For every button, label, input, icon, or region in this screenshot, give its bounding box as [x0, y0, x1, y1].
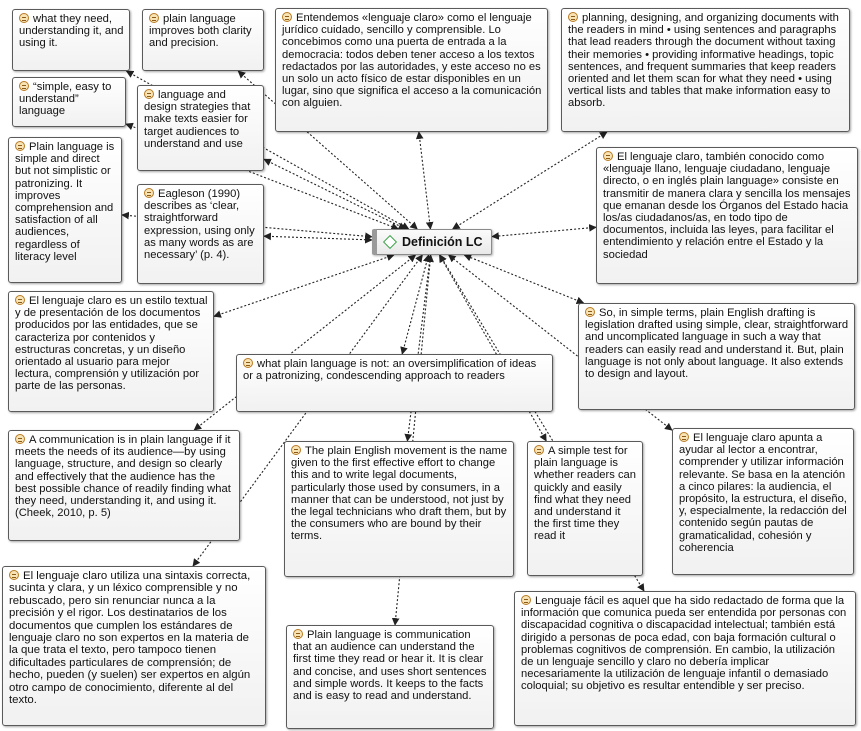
quote-node[interactable]: A simple test for plain language is whet… [527, 441, 643, 576]
quotation-icon [15, 434, 25, 444]
quote-node[interactable]: what plain language is not: an oversimpl… [236, 354, 553, 412]
quotation-icon [144, 89, 154, 99]
quote-text: El lenguaje claro es un estilo textual y… [15, 295, 208, 393]
quotation-icon [19, 13, 29, 23]
link-line [438, 254, 547, 442]
quotation-icon [679, 432, 689, 442]
quote-node[interactable]: Plain language is communication that an … [286, 625, 494, 729]
quotation-icon [293, 629, 303, 639]
quotation-icon [144, 188, 154, 198]
link-line [263, 158, 407, 230]
quote-node[interactable]: A communication is in plain language if … [8, 430, 240, 541]
quote-text: Plain language is communication that an … [293, 629, 487, 703]
quote-text: So, in simple terms, plain English draft… [585, 307, 849, 381]
quote-node[interactable]: Lenguaje fácil es aquel que ha sido reda… [514, 591, 856, 726]
link-line [415, 131, 434, 230]
link-line [404, 254, 434, 442]
link-line [463, 254, 585, 304]
quotation-icon [15, 141, 25, 151]
quote-text: The plain English movement is the name g… [291, 445, 508, 543]
quotation-icon [149, 13, 159, 23]
quote-text: planning, designing, and organizing docu… [568, 12, 839, 110]
quote-text: Plain language is simple and direct but … [15, 141, 115, 263]
link-line [400, 254, 431, 355]
quote-node[interactable]: what they need, understanding it, and us… [12, 9, 130, 71]
quote-text: El lenguaje claro apunta a ayudar al lec… [679, 432, 847, 554]
quotation-icon [243, 358, 253, 368]
quote-node[interactable]: Plain language is simple and direct but … [8, 137, 122, 283]
quote-text: language and design strategies that make… [144, 89, 251, 150]
link-line [491, 224, 597, 240]
quotation-icon [568, 12, 578, 22]
quote-text: A simple test for plain language is whet… [534, 445, 636, 543]
quote-node[interactable]: “simple, easy to understand” language [12, 77, 126, 127]
quote-text: A communication is in plain language if … [15, 434, 231, 520]
quote-text: Lenguaje fácil es aquel que ha sido reda… [521, 595, 847, 693]
quote-node[interactable]: The plain English movement is the name g… [284, 441, 514, 577]
quotation-icon [282, 12, 292, 22]
quotation-icon [534, 445, 544, 455]
quote-text: plain language improves both clarity and… [149, 13, 252, 50]
quotation-icon [585, 307, 595, 317]
quote-text: El lenguaje claro, también conocido como… [603, 151, 851, 261]
quote-node[interactable]: plain language improves both clarity and… [142, 9, 264, 71]
quote-text: what they need, understanding it, and us… [19, 13, 124, 50]
quote-node[interactable]: El lenguaje claro utiliza una sintaxis c… [2, 566, 266, 726]
quote-node[interactable]: planning, designing, and organizing docu… [561, 8, 850, 132]
quote-text: Entendemos «lenguaje claro» como el leng… [282, 12, 542, 110]
link-line [452, 131, 608, 230]
center-node[interactable]: Definición LC [372, 229, 492, 255]
quotation-icon [603, 151, 613, 161]
quote-text: what plain language is not: an oversimpl… [243, 358, 537, 383]
quote-node[interactable]: language and design strategies that make… [137, 85, 264, 171]
quote-text: El lenguaje claro utiliza una sintaxis c… [9, 570, 251, 707]
quote-text: Eagleson (1990) describes as ‘clear, str… [144, 188, 255, 262]
center-node-label: Definición LC [402, 235, 483, 249]
quote-node[interactable]: El lenguaje claro apunta a ayudar al lec… [672, 428, 854, 575]
quote-node[interactable]: Eagleson (1990) describes as ‘clear, str… [137, 184, 264, 284]
quote-node[interactable]: El lenguaje claro, también conocido como… [596, 147, 858, 284]
quote-node[interactable]: So, in simple terms, plain English draft… [578, 303, 855, 410]
quotation-icon [291, 445, 301, 455]
quotation-icon [9, 570, 19, 580]
quotation-icon [15, 295, 25, 305]
quote-text: “simple, easy to understand” language [19, 81, 112, 118]
link-line [263, 232, 373, 244]
quotation-icon [521, 595, 531, 605]
code-diamond-icon [382, 234, 398, 250]
quote-node[interactable]: El lenguaje claro es un estilo textual y… [8, 291, 214, 412]
quotation-icon [19, 81, 29, 91]
quote-node[interactable]: Entendemos «lenguaje claro» como el leng… [275, 8, 548, 132]
